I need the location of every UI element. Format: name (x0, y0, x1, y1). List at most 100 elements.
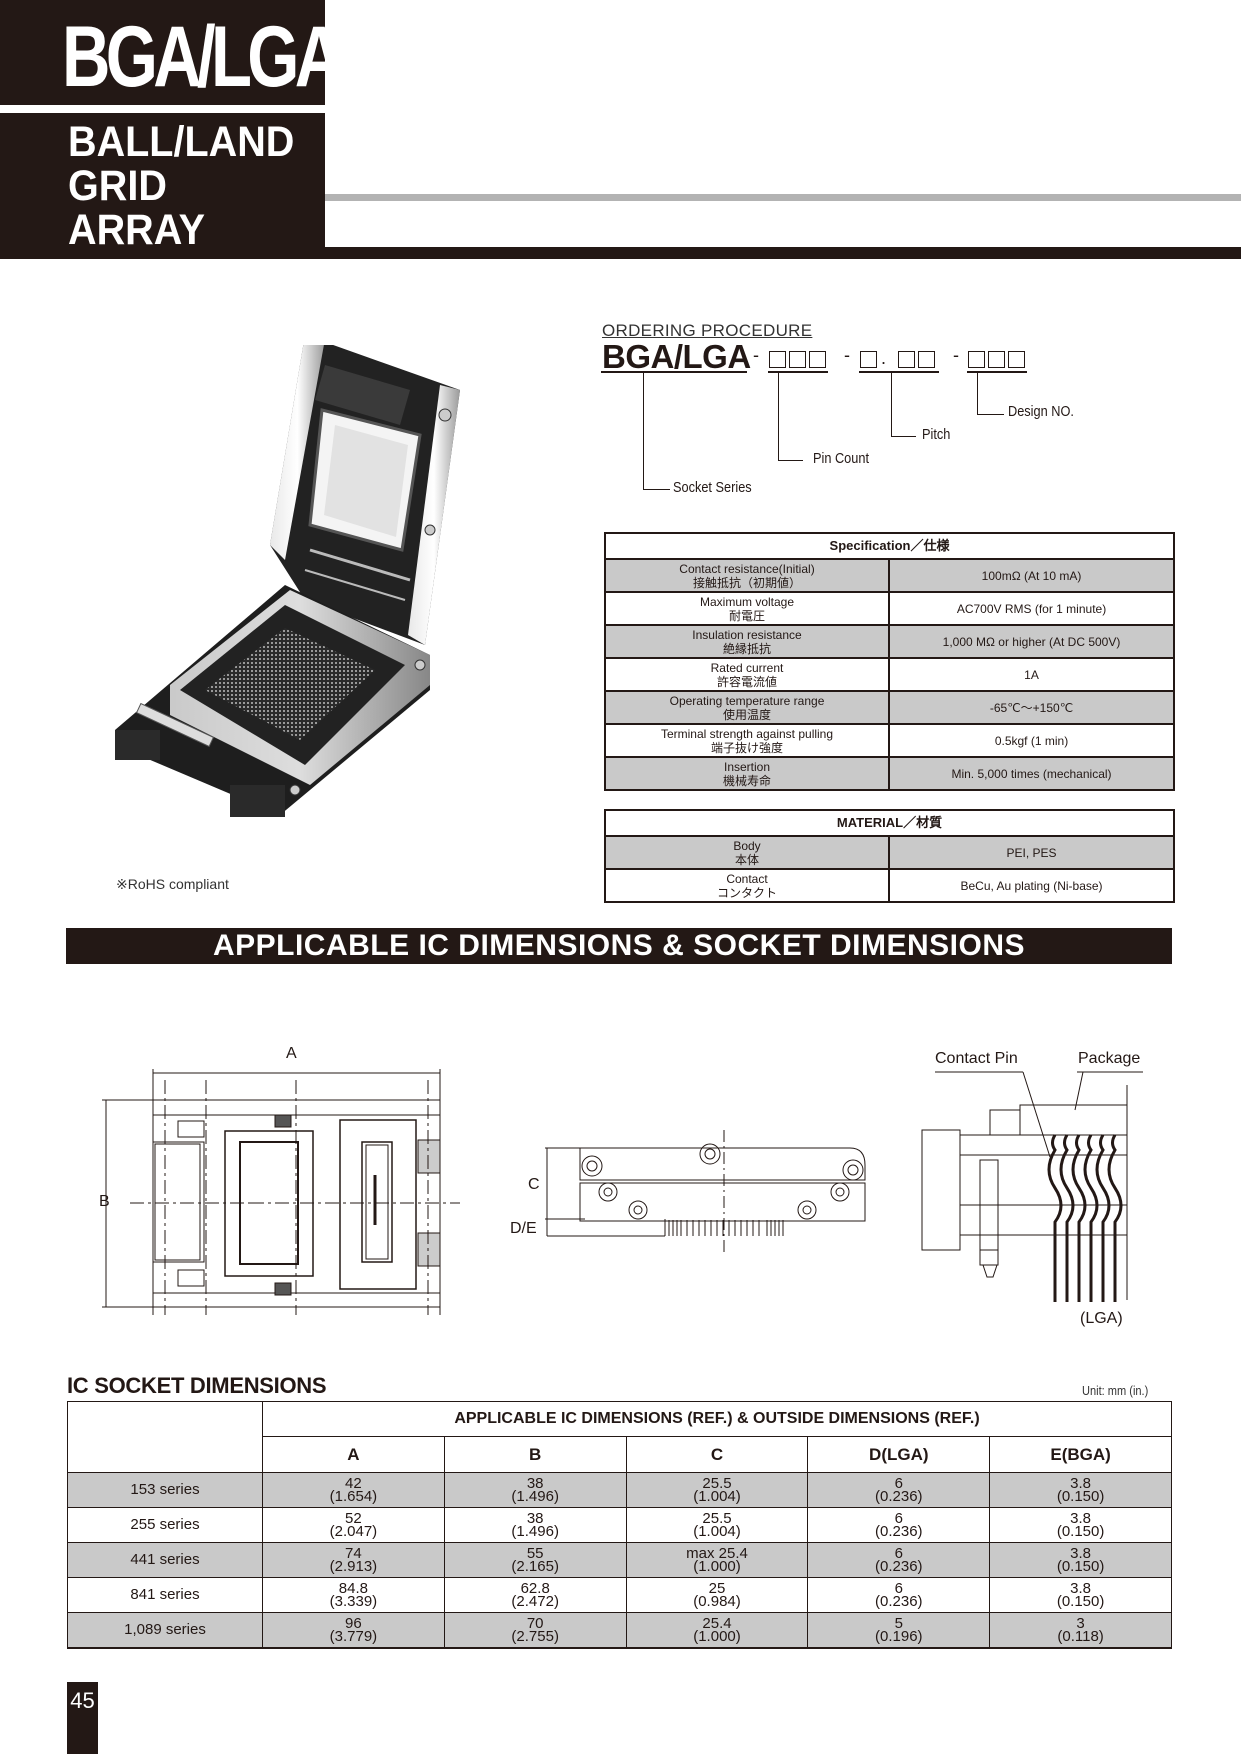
leader-pitch (891, 436, 916, 438)
column-header-d: D(LGA) (807, 1436, 991, 1473)
spec-name-jp: 使用温度 (722, 707, 771, 722)
dim-cell: 96(3.779) (262, 1612, 445, 1649)
series-name: 255 series (67, 1507, 263, 1543)
leader-design-no (977, 414, 1004, 416)
dim-cell: 42(1.654) (262, 1472, 445, 1508)
dim-in: (2.755) (511, 1627, 559, 1645)
column-header-a: A (262, 1436, 445, 1473)
dim-in: (2.913) (329, 1557, 378, 1575)
page-number: 45 (67, 1682, 98, 1754)
spec-name-jp: 絶縁抵抗 (722, 641, 771, 656)
column-header-b: B (443, 1436, 627, 1473)
dim-cell: 5(0.196) (807, 1612, 991, 1649)
dim-cell: 3.8(0.150) (989, 1472, 1172, 1508)
dim-in: (0.118) (1057, 1627, 1104, 1645)
leader-pitch (891, 372, 893, 437)
dim-cell: 74(2.913) (262, 1542, 445, 1578)
dim-in: (0.150) (1056, 1487, 1105, 1505)
dim-mm: 3.8 (1070, 1509, 1092, 1527)
ordering-field-socket-series: Socket Series (673, 479, 752, 496)
unit-label: Unit: mm (in.) (1082, 1383, 1149, 1398)
leader-socket-series (643, 372, 645, 490)
spec-name-en: Insulation resistance (692, 627, 802, 642)
pin-count-box (809, 351, 826, 368)
ordering-procedure-label: ORDERING PROCEDURE (602, 321, 813, 340)
pitch-box (860, 351, 877, 368)
socket-photo-illustration (115, 335, 460, 817)
table-row: 1,089 series 96(3.779) 70(2.755) 25.4(1.… (67, 1612, 1172, 1649)
dim-in: (0.150) (1056, 1522, 1105, 1540)
design-no-box (988, 351, 1005, 368)
dim-in: (0.236) (875, 1487, 923, 1505)
dim-mm: 62.8 (520, 1579, 550, 1597)
spec-name-jp: 接触抵抗（初期値） (692, 575, 801, 590)
design-no-box (968, 351, 985, 368)
dim-in: (0.984) (693, 1592, 741, 1610)
page-title: BGA/LGA (62, 9, 343, 105)
dimension-label-de: D/E (510, 1220, 537, 1237)
column-header-c: C (625, 1436, 809, 1473)
dim-cell: 55(2.165) (443, 1542, 627, 1578)
material-name-jp: 本体 (734, 852, 759, 867)
spec-name-en: Terminal strength against pulling (660, 726, 834, 741)
leader-socket-series (643, 489, 670, 491)
product-photo (110, 335, 485, 825)
table-row: 441 series 74(2.913) 55(2.165) max 25.4(… (67, 1542, 1172, 1578)
dim-in: (0.236) (875, 1592, 923, 1610)
dim-cell: 25.5(1.004) (625, 1472, 809, 1508)
series-name: 441 series (67, 1542, 263, 1578)
spec-value: AC700V RMS (for 1 minute) (887, 591, 1176, 626)
column-header-e: E(BGA) (989, 1436, 1172, 1473)
dim-cell: 6(0.236) (807, 1472, 991, 1508)
dash: - (753, 345, 759, 365)
spec-value: 0.5kgf (1 min) (887, 723, 1176, 758)
code-underline (601, 371, 747, 373)
table-row: 153 series 42(1.654) 38(1.496) 25.5(1.00… (67, 1472, 1172, 1508)
dim-cell: 70(2.755) (443, 1612, 627, 1649)
dim-cell: 3.8(0.150) (989, 1507, 1172, 1543)
dim-mm: 6 (894, 1579, 903, 1597)
ordering-field-pitch: Pitch (922, 426, 951, 443)
dim-cell: 25.5(1.004) (625, 1507, 809, 1543)
pitch-underline (859, 371, 939, 373)
dim-mm: 3.8 (1070, 1579, 1092, 1597)
leader-pin-count (778, 372, 780, 461)
dim-in: (1.004) (693, 1487, 741, 1505)
dim-in: (1.000) (693, 1557, 741, 1575)
dim-in: (0.196) (875, 1627, 923, 1645)
dim-in: (0.150) (1056, 1592, 1105, 1610)
dash: - (953, 345, 959, 365)
pin-count-box (769, 351, 786, 368)
dimension-label-a: A (286, 1045, 297, 1062)
dim-cell: 3.8(0.150) (989, 1577, 1172, 1613)
contact-pin-label: Contact Pin (935, 1050, 1018, 1067)
spec-name-en: Contact resistance(Initial) (679, 561, 815, 576)
spec-name-en: Rated current (710, 660, 784, 675)
dim-in: (0.150) (1056, 1557, 1105, 1575)
dimension-label-b: B (99, 1193, 110, 1210)
dim-mm: 25.4 (702, 1614, 732, 1632)
dim-mm: 3.8 (1070, 1474, 1092, 1492)
header-subtitle-block (0, 113, 325, 259)
material-title: MATERIAL／材質 (603, 809, 1176, 837)
group-header: APPLICABLE IC DIMENSIONS (REF.) & OUTSID… (262, 1401, 1172, 1437)
design-no-box (1008, 351, 1025, 368)
spec-value: 100mΩ (At 10 mA) (887, 558, 1176, 593)
dim-mm: 25 (708, 1579, 726, 1597)
dim-mm: 6 (894, 1544, 903, 1562)
ordering-field-design-no: Design NO. (1008, 403, 1074, 420)
series-header-blank (67, 1401, 263, 1473)
dim-mm: 25.5 (702, 1509, 732, 1527)
contact-detail-drawing (921, 1071, 1143, 1302)
dim-cell: 84.8(3.339) (262, 1577, 445, 1613)
dim-in: (0.236) (875, 1557, 923, 1575)
spec-value: 1,000 MΩ or higher (At DC 500V) (887, 624, 1176, 659)
package-label: Package (1078, 1050, 1141, 1067)
series-name: 1,089 series (67, 1612, 263, 1649)
table-row: 255 series 52(2.047) 38(1.496) 25.5(1.00… (67, 1507, 1172, 1543)
spec-name-en: Maximum voltage (699, 594, 795, 609)
specification-table: Specification／仕様 Contact resistance(Init… (603, 532, 1176, 791)
